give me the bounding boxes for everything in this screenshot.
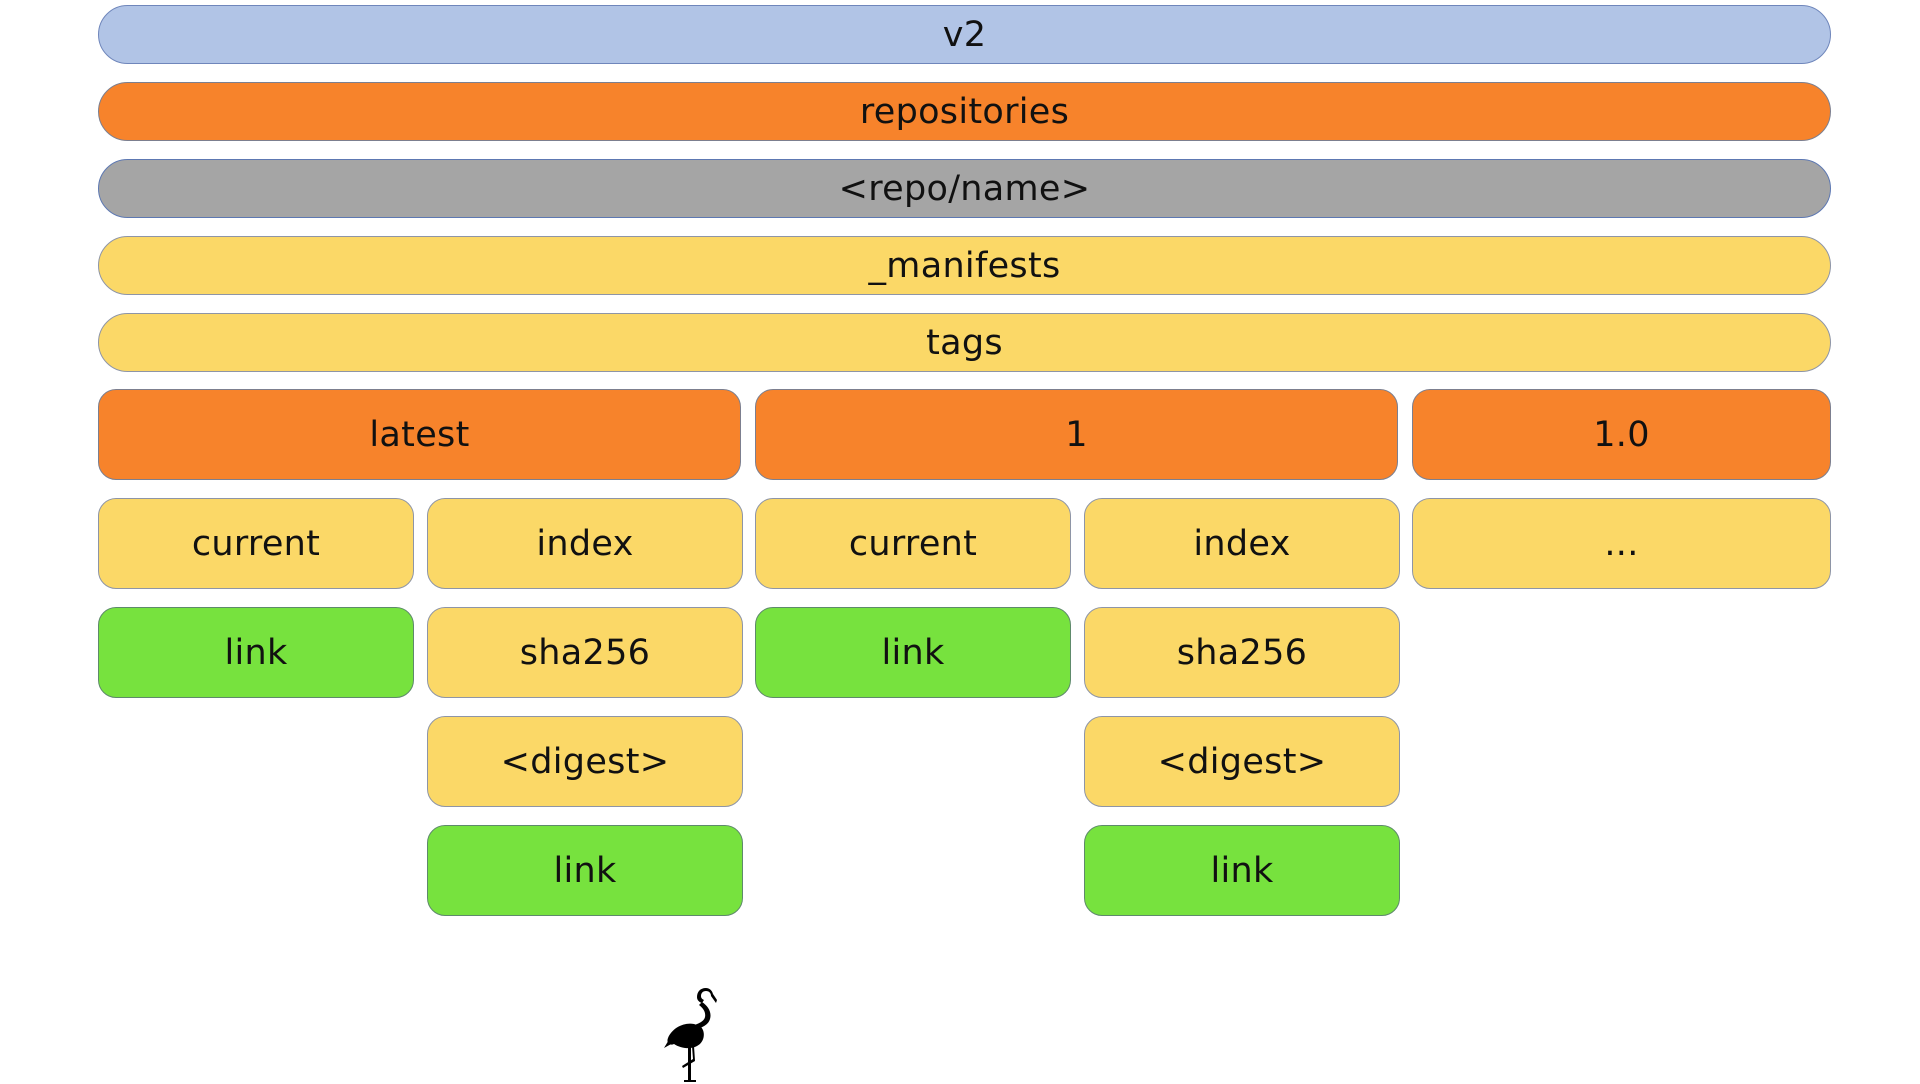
tag-latest: latest [98, 389, 741, 480]
tag1-current-node: current [755, 498, 1071, 589]
tag1-current-link-node: link [755, 607, 1071, 698]
tag1-digest-node: <digest> [1084, 716, 1400, 807]
latest-digest-node: <digest> [427, 716, 743, 807]
tag1-sha256-node: sha256 [1084, 607, 1400, 698]
path-level-v2: v2 [98, 5, 1831, 64]
latest-index-link-node: link [427, 825, 743, 916]
tag1-index-link-node: link [1084, 825, 1400, 916]
tag-1: 1 [755, 389, 1398, 480]
tag1-0-more-node: ... [1412, 498, 1831, 589]
latest-current-link-node: link [98, 607, 414, 698]
latest-current-node: current [98, 498, 414, 589]
latest-index-node: index [427, 498, 743, 589]
tag1-index-node: index [1084, 498, 1400, 589]
path-level-repositories: repositories [98, 82, 1831, 141]
flamingo-icon [664, 988, 717, 1082]
latest-sha256-node: sha256 [427, 607, 743, 698]
path-level-manifests: _manifests [98, 236, 1831, 295]
path-level-tags: tags [98, 313, 1831, 372]
tag-1-0: 1.0 [1412, 389, 1831, 480]
path-level-repo-name: <repo/name> [98, 159, 1831, 218]
